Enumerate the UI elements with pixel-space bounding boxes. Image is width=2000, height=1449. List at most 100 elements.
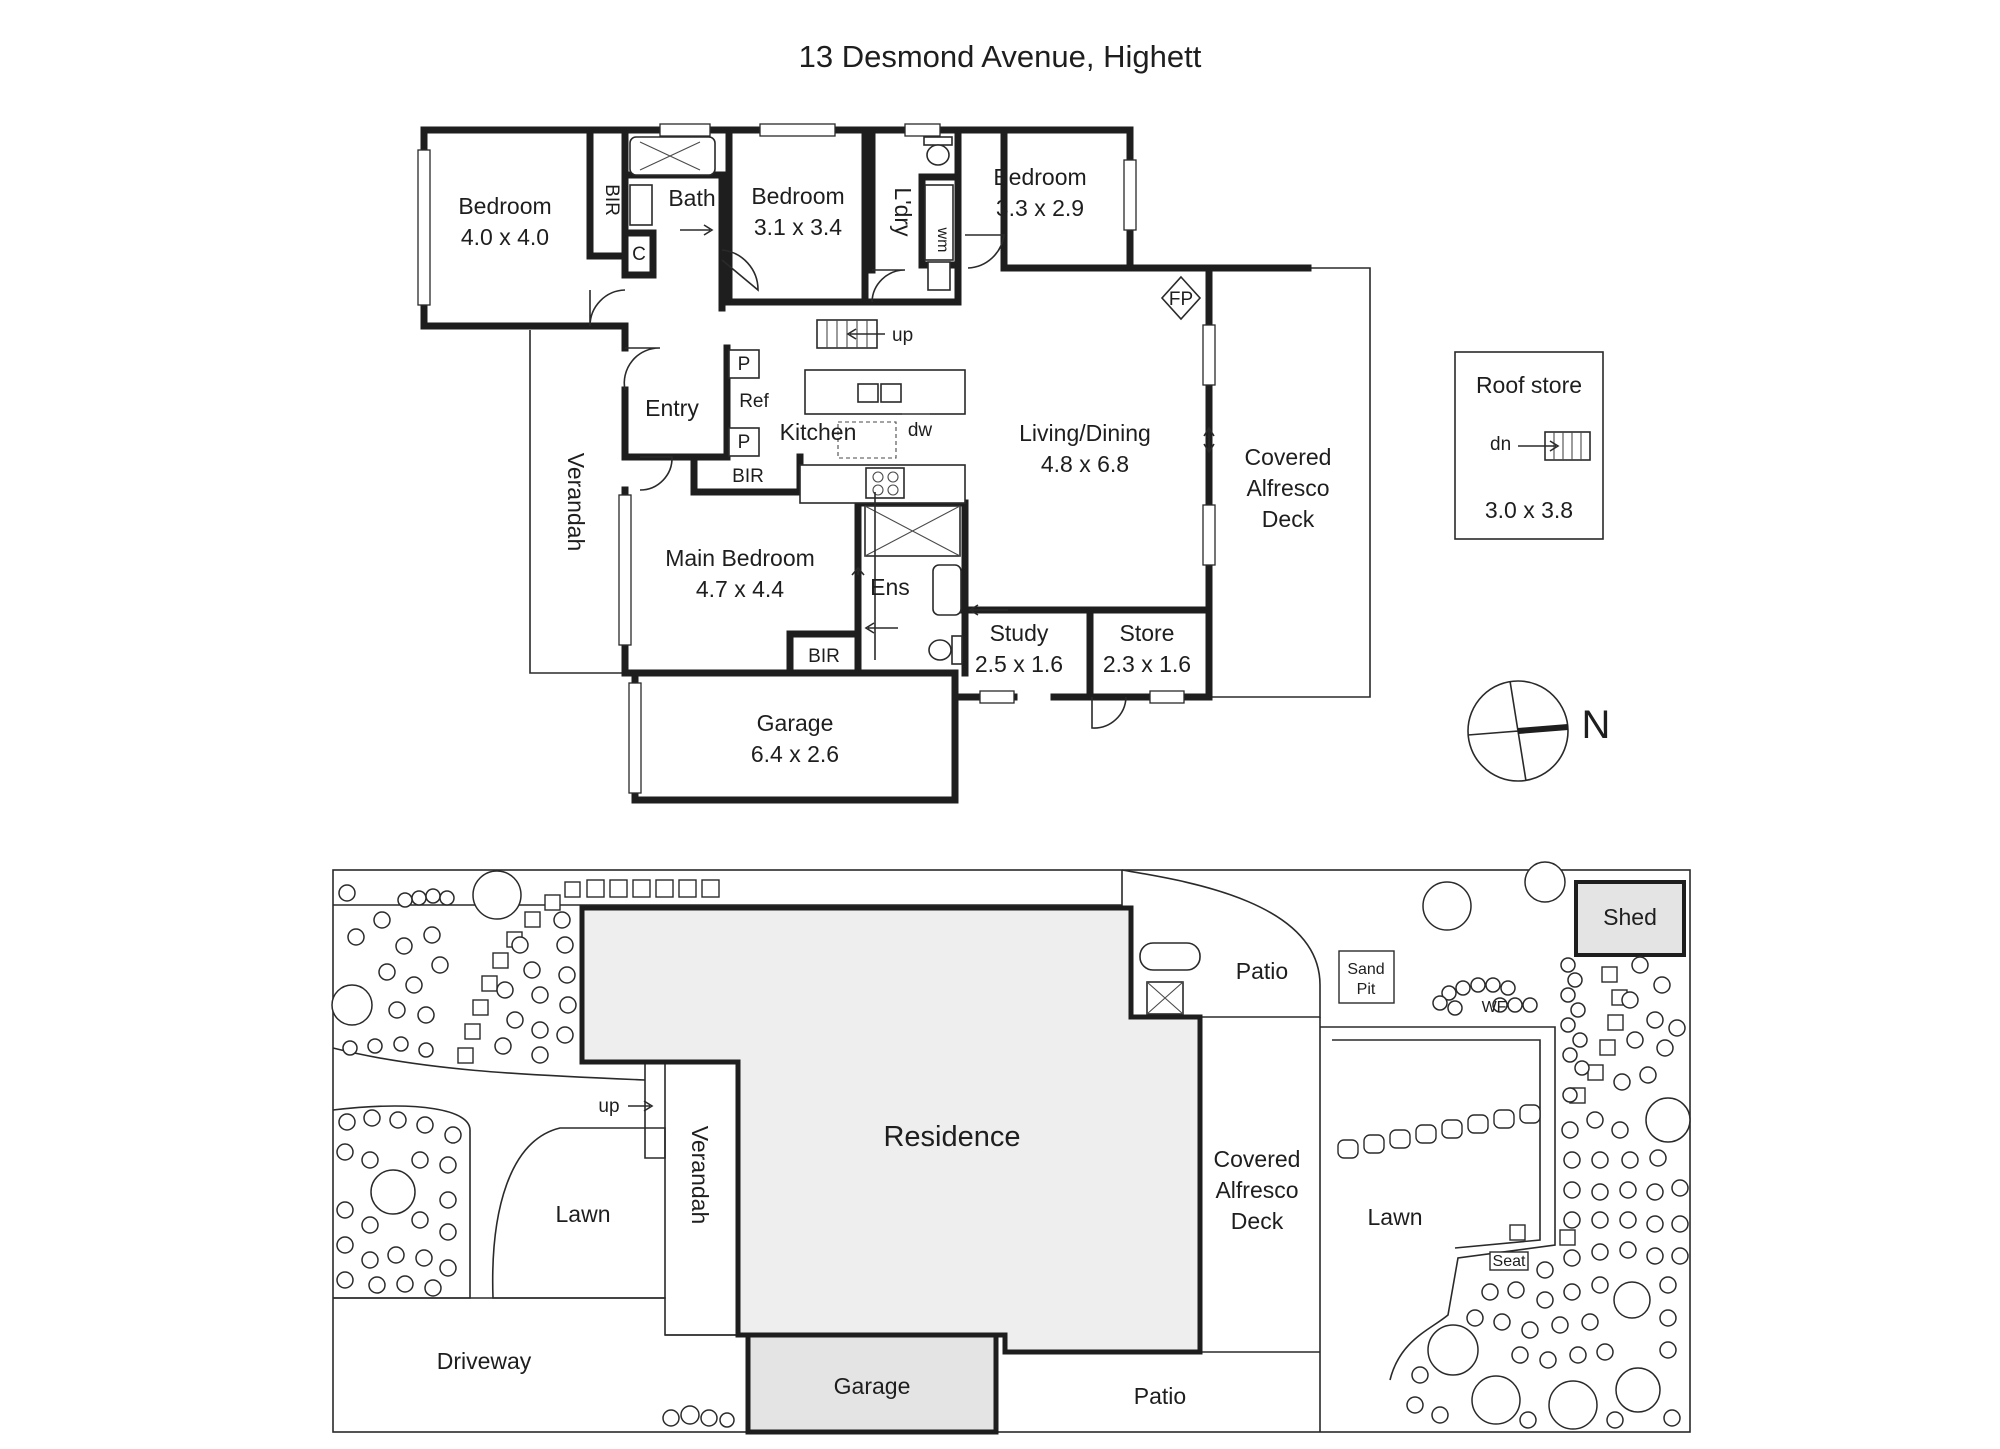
site-verandah-label: Verandah xyxy=(687,1126,713,1224)
label-wm: wm xyxy=(934,227,951,253)
site-up-label: up xyxy=(598,1096,619,1117)
room-garage-name: Garage xyxy=(757,710,834,736)
window-bed-mid xyxy=(759,123,836,137)
slide-bath xyxy=(680,224,714,236)
site-boundary xyxy=(332,869,1691,1433)
stepping-stones-north xyxy=(457,879,720,1064)
vanity xyxy=(629,184,653,226)
site-sand-pit-line-2: Pit xyxy=(1357,981,1376,998)
site-deck-line-2: Alfresco xyxy=(1215,1177,1298,1203)
window-ldry xyxy=(904,123,941,137)
site-garage-label: Garage xyxy=(834,1373,911,1399)
room-verandah-name: Verandah xyxy=(563,453,589,551)
site-labels: Residence Garage Verandah Lawn Lawn Driv… xyxy=(437,904,1657,1409)
site-lawn-back-label: Lawn xyxy=(1368,1204,1423,1230)
bir-west: BIR xyxy=(601,184,622,216)
room-bedroom-east-name: Bedroom xyxy=(993,164,1086,190)
cupboard-c: C xyxy=(632,244,646,265)
compass: N xyxy=(1467,680,1611,782)
verandah-outline xyxy=(529,330,625,674)
door-ldry xyxy=(871,269,906,303)
room-living-name: Living/Dining xyxy=(1019,420,1151,446)
label-dw: dw xyxy=(908,420,933,441)
sink-2 xyxy=(880,383,902,403)
window-garage xyxy=(628,682,642,794)
plan-title: 13 Desmond Avenue, Highett xyxy=(799,39,1202,74)
site-patio-top-label: Patio xyxy=(1236,958,1288,984)
stepping-stones-back xyxy=(1337,1104,1541,1159)
toilet-cistern-ldry xyxy=(923,136,953,146)
roof-store-box xyxy=(1454,351,1604,540)
pantry-p-top: P xyxy=(738,354,751,375)
room-main-bedroom-dims: 4.7 x 4.4 xyxy=(696,576,784,602)
window-bed-east xyxy=(1123,159,1137,231)
slide-ens-1 xyxy=(851,566,865,576)
shed xyxy=(1574,880,1686,957)
site-residence-label: Residence xyxy=(883,1121,1020,1153)
room-ensuite-name: Ens xyxy=(870,574,910,600)
room-bedroom-west-dims: 4.0 x 4.0 xyxy=(461,224,549,250)
window-bed-west xyxy=(417,149,431,306)
trees-back-garden xyxy=(1406,861,1691,1430)
bir-main-bottom: BIR xyxy=(808,646,840,667)
pantry-top xyxy=(728,349,760,379)
burner-4 xyxy=(887,484,899,496)
deck-line-2: Alfresco xyxy=(1246,475,1329,501)
bathtub xyxy=(629,136,716,176)
ens-vanity xyxy=(932,564,962,616)
dishwasher-outline xyxy=(837,421,897,459)
room-bedroom-mid-dims: 3.1 x 3.4 xyxy=(754,214,842,240)
room-store-dims: 2.3 x 1.6 xyxy=(1103,651,1191,677)
deck-line-3: Deck xyxy=(1262,506,1315,532)
site-seat-label: Seat xyxy=(1493,1253,1526,1270)
roof-store-arrow xyxy=(1518,440,1560,452)
room-store-name: Store xyxy=(1120,620,1175,646)
room-living-dims: 4.8 x 6.8 xyxy=(1041,451,1129,477)
washing-machine xyxy=(924,184,954,261)
slide-ens-2 xyxy=(864,622,898,634)
site-sand-pit-line-1: Sand xyxy=(1347,961,1384,978)
door-bed-mid xyxy=(721,249,759,292)
back-lawn-outline xyxy=(1320,1026,1556,1381)
site-patio-bottom-label: Patio xyxy=(1134,1383,1186,1409)
front-path xyxy=(332,1047,646,1081)
pantry-p-bottom: P xyxy=(738,432,751,453)
pantry-bottom xyxy=(728,427,760,457)
bathtub-x xyxy=(639,141,701,171)
compass-lines xyxy=(1467,680,1527,782)
lawn-front-outline xyxy=(491,1127,666,1299)
shower-x xyxy=(864,505,961,557)
label-fp: FP xyxy=(1169,289,1193,310)
garage-footprint xyxy=(745,1332,999,1435)
window-living-2 xyxy=(1202,504,1216,566)
door-bed-west xyxy=(589,289,626,327)
site-shed-label: Shed xyxy=(1603,904,1657,930)
room-kitchen-name: Kitchen xyxy=(780,419,857,445)
room-study-dims: 2.5 x 1.6 xyxy=(975,651,1063,677)
compass-circle xyxy=(1467,680,1569,782)
burner-3 xyxy=(872,484,884,496)
compass-label: N xyxy=(1582,703,1611,747)
north-fence xyxy=(333,870,1123,906)
site-driveway-label: Driveway xyxy=(437,1348,532,1374)
burner-2 xyxy=(887,471,899,483)
room-garage-dims: 6.4 x 2.6 xyxy=(751,741,839,767)
residence-footprint xyxy=(579,905,1203,1355)
toilet-ldry xyxy=(926,144,950,166)
room-main-bedroom-name: Main Bedroom xyxy=(665,545,815,571)
label-up: up xyxy=(892,325,913,346)
floor-plan: Bedroom 4.0 x 4.0 BIR Bath C Bedroom 3.1… xyxy=(417,123,1611,804)
site-lawn-front-label: Lawn xyxy=(556,1201,611,1227)
roof-store: Roof store dn 3.0 x 3.8 xyxy=(1454,351,1604,540)
spa xyxy=(1139,942,1201,971)
site-wf-label: WF xyxy=(1482,999,1507,1016)
slide-living xyxy=(1203,426,1215,454)
roof-store-name: Roof store xyxy=(1476,372,1582,398)
room-study-name: Study xyxy=(990,620,1049,646)
door-entry xyxy=(623,347,661,391)
floor-room-labels: Bedroom 4.0 x 4.0 BIR Bath C Bedroom 3.1… xyxy=(458,164,1331,767)
site-deck-line-1: Covered xyxy=(1214,1146,1301,1172)
site-up-arrow xyxy=(628,1100,654,1112)
door-store xyxy=(1091,696,1127,729)
